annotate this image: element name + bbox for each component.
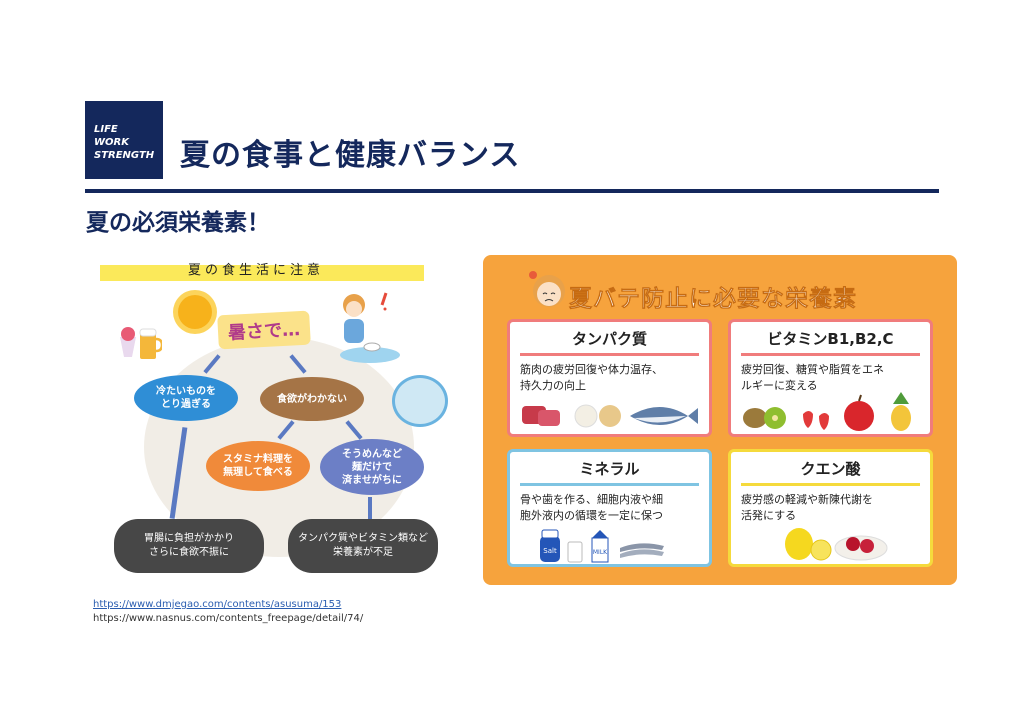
card-underline [520, 483, 699, 486]
salt-label: Salt [543, 547, 557, 555]
nutrient-description: 骨や歯を作る、細胞内液や細 胞外液内の循環を一定に保つ [520, 493, 663, 522]
heat-label: 暑さで… [217, 310, 311, 350]
bubble-somen-noodles: そうめんなど 麺だけで 済ませがちに [320, 439, 424, 495]
fruits-icon [743, 392, 911, 431]
nutrient-card-vitamins: ビタミンB1,B2,C 疲労回復、糖質や脂質をエネ ルギーに変える [728, 319, 933, 437]
bubble-text: スタミナ料理を 無理して食べる [223, 454, 293, 478]
arrow-icon [368, 497, 372, 519]
logo-line-life: LIFE [94, 124, 118, 135]
logo-line-work: WORK [94, 137, 129, 148]
nutrient-description: 疲労感の軽減や新陳代謝を 活発にする [741, 493, 873, 522]
nutrient-name: ビタミンB1,B2,C [767, 330, 894, 348]
nutrient-card-citric-acid: クエン酸 疲労感の軽減や新陳代謝を 活発にする [728, 449, 933, 567]
shaved-ice-and-beer-icon [120, 327, 162, 359]
bubble-no-appetite: 食欲がわかない [260, 377, 364, 421]
bubble-text: そうめんなど 麺だけで 済ませがちに [342, 448, 402, 486]
bubble-stamina-food: スタミナ料理を 無理して食べる [206, 441, 310, 491]
nutrient-card-protein: タンパク質 筋肉の疲労回復や体力温存、 持久力の向上 [507, 319, 712, 437]
noodle-bowl-icon [392, 375, 448, 427]
nutrients-infographic: 夏バテ防止に必要な栄養素 タンパク質 筋肉の疲労回復や体力温存、 持久力の向上 … [483, 255, 957, 585]
milk-label: MILK [593, 549, 608, 556]
nutrient-name: タンパク質 [571, 330, 647, 348]
card-underline [741, 483, 920, 486]
nutrient-name: ミネラル [579, 460, 640, 478]
title-highlight-band [100, 265, 424, 281]
nutrient-description: 疲労回復、糖質や脂質をエネ ルギーに変える [741, 363, 884, 392]
nutrient-description: 筋肉の疲労回復や体力温存、 持久力の向上 [520, 363, 663, 392]
bubble-text: 冷たいものを とり過ぎる [156, 386, 216, 410]
logo-line-strength: STRENGTH [94, 150, 155, 161]
title-divider [85, 189, 939, 193]
summer-diet-infographic: 夏の食生活に注意 暑さで… 冷たいものを とり過ぎる 食欲がわかない スタミナ料… [100, 257, 448, 587]
card-underline [741, 353, 920, 356]
infographic-title: 夏の食生活に注意 [188, 263, 325, 278]
meat-egg-fish-icon [522, 404, 698, 428]
nutrient-card-minerals: ミネラル 骨や歯を作る、細胞内液や細 胞外液内の循環を一定に保つ Salt MI… [507, 449, 712, 567]
bubble-cold-food: 冷たいものを とり過ぎる [134, 375, 238, 421]
brand-logo: LIFE WORK STRENGTH [85, 101, 163, 179]
page-title: 夏の食事と健康バランス [180, 138, 521, 173]
result-text: 胃腸に負担がかかり さらに食欲不振に [144, 533, 234, 558]
result-text: タンパク質やビタミン類など 栄養素が不足 [298, 533, 428, 558]
tired-girl-icon [529, 271, 565, 307]
section-subtitle: 夏の必須栄養素！ [86, 210, 270, 236]
result-nutrient-shortage: タンパク質やビタミン類など 栄養素が不足 [288, 519, 438, 573]
result-stomach-burden: 胃腸に負担がかかり さらに食欲不振に [114, 519, 264, 573]
lemon-umeboshi-icon [785, 528, 888, 561]
eating-person-icon [340, 292, 400, 363]
card-underline [520, 353, 699, 356]
infographic-title: 夏バテ防止に必要な栄養素 [569, 286, 857, 313]
salt-milk-fish-icon: Salt MILK [540, 529, 664, 563]
sun-icon [178, 295, 212, 329]
source-link-1[interactable]: https://www.dmjegao.com/contents/asusuma… [93, 599, 342, 610]
source-link-2: https://www.nasnus.com/contents_freepage… [93, 613, 364, 624]
nutrient-name: クエン酸 [800, 460, 861, 478]
bubble-text: 食欲がわかない [277, 393, 347, 405]
